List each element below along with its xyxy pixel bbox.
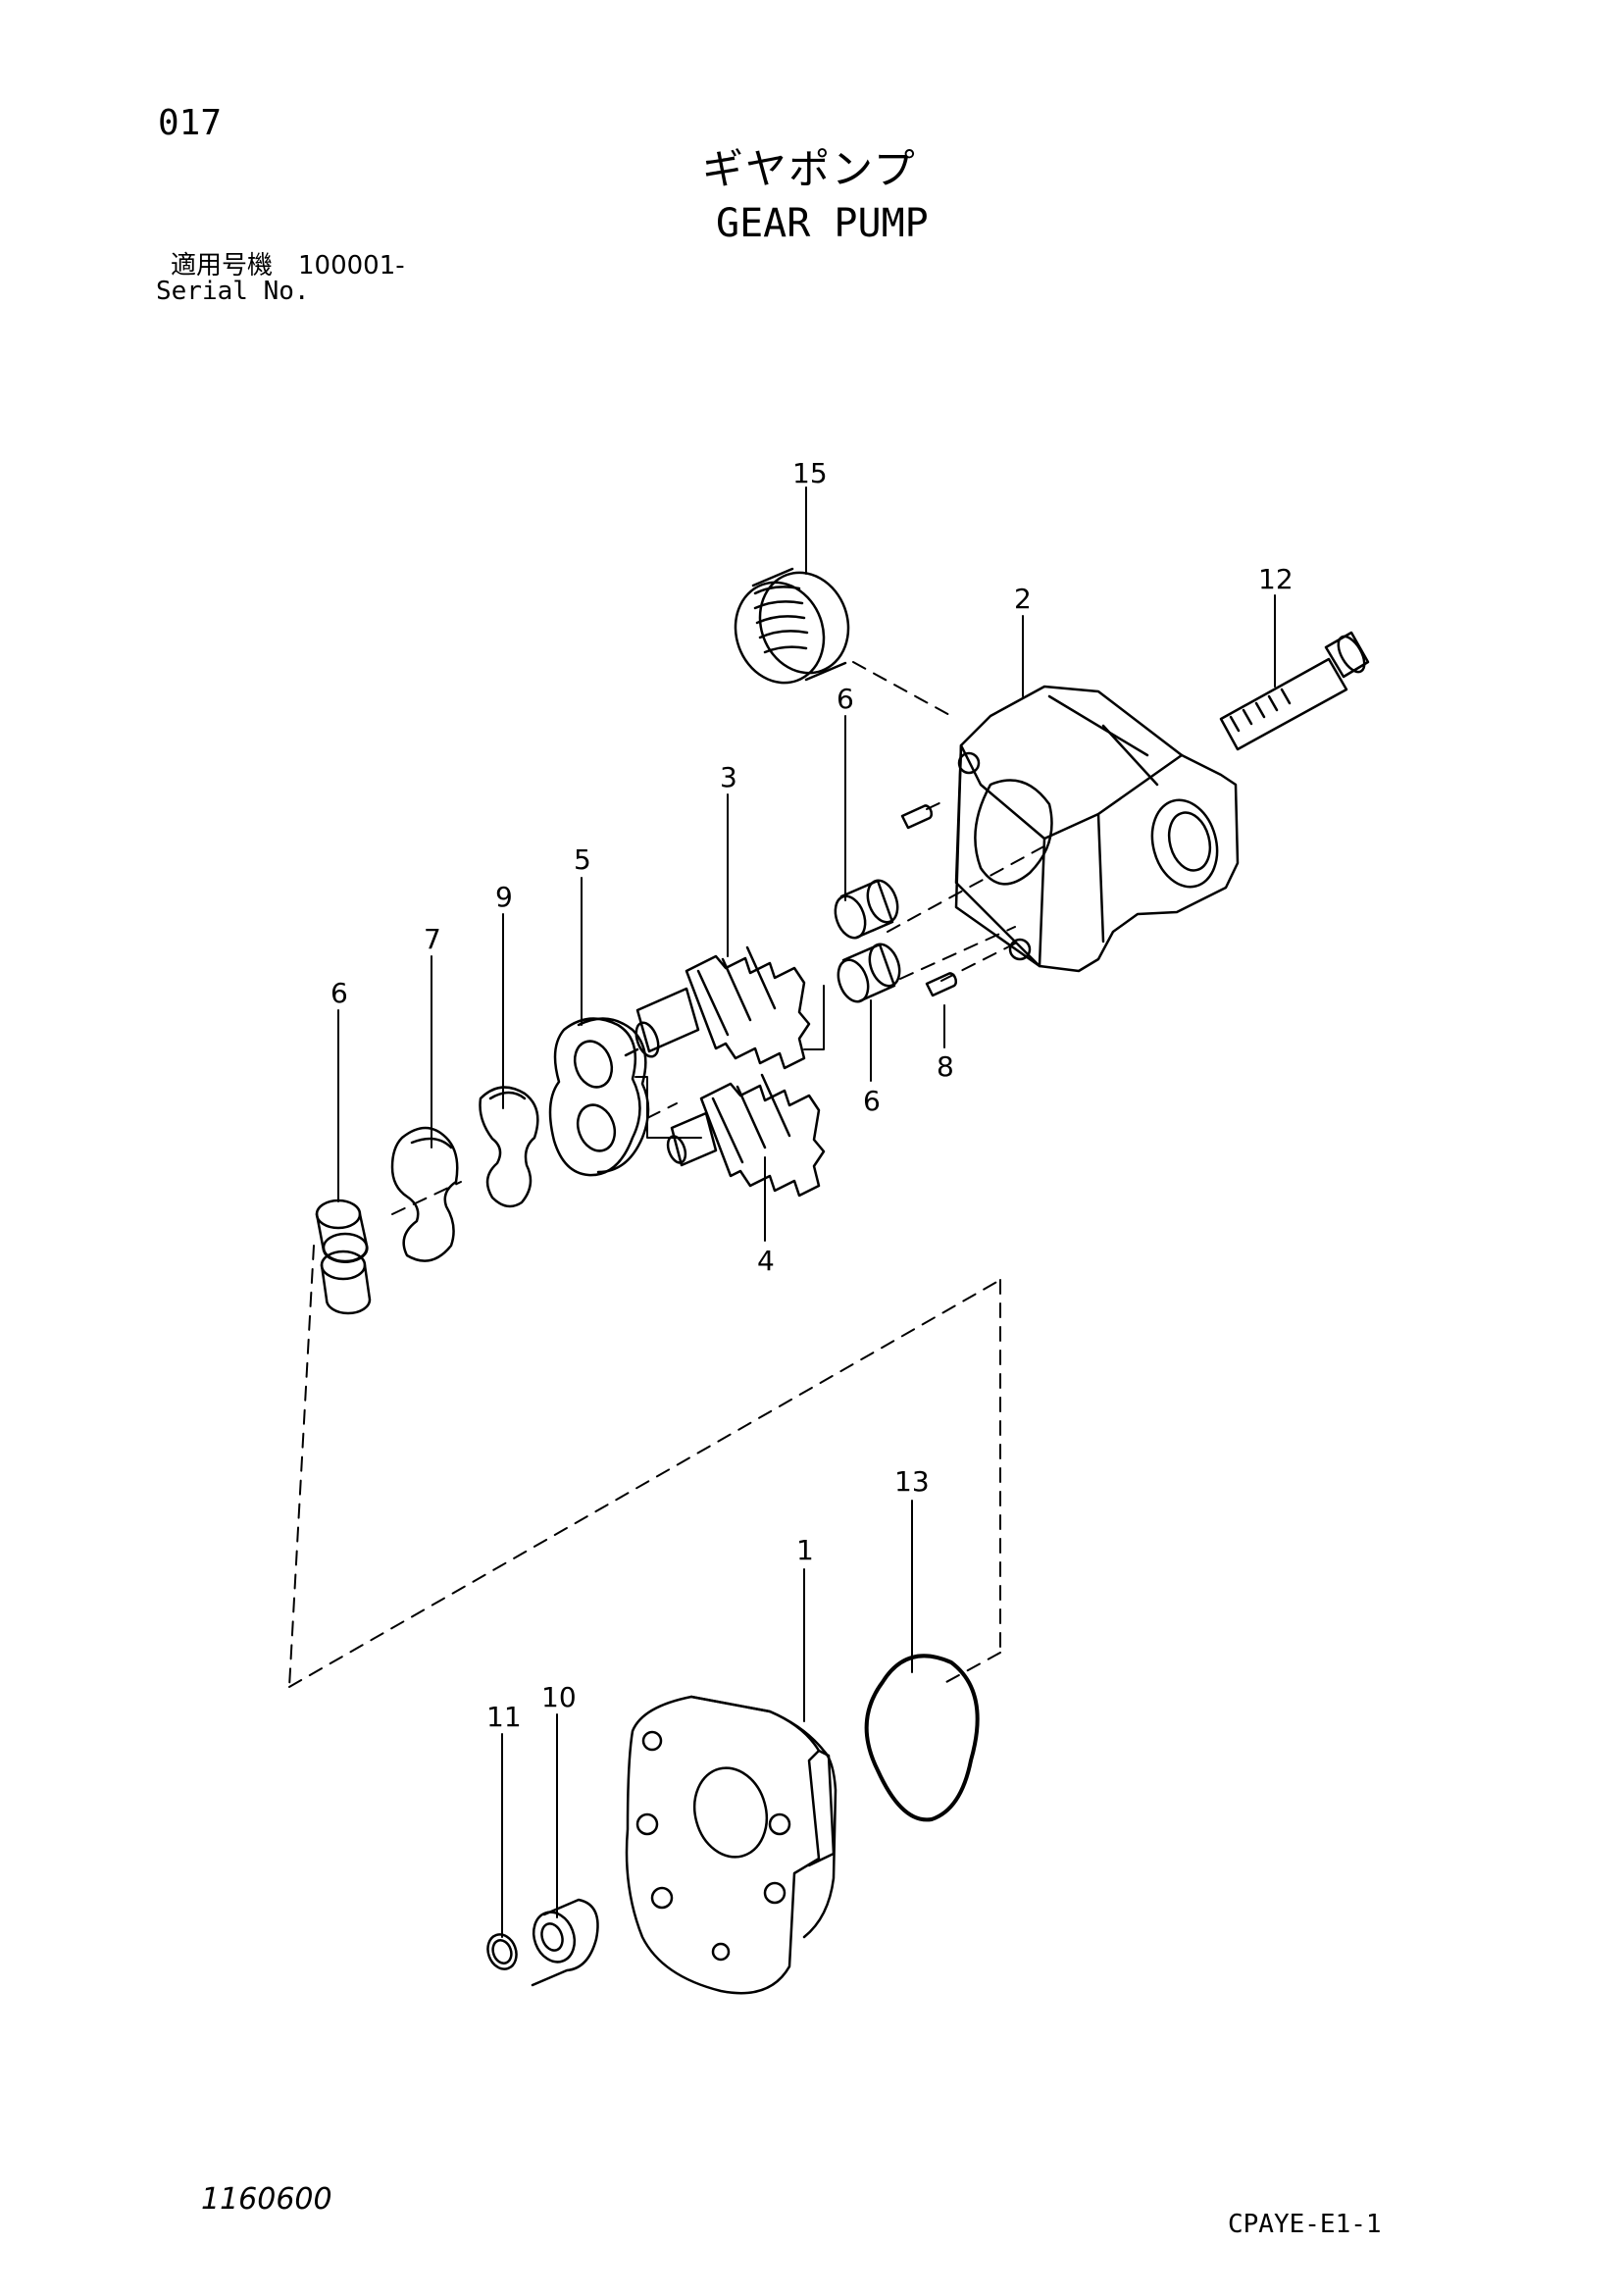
callout-labels: 15 2 12 6 3 5 9 7 6 8 6 4 13 1 10 11 [330, 457, 1294, 1733]
part-6-bushings-right [834, 879, 901, 1003]
callout-6-lower: 6 [863, 1085, 881, 1117]
callout-6-left: 6 [330, 977, 348, 1009]
part-5-side-plate [548, 1017, 650, 1177]
page-number: 017 [158, 103, 223, 143]
part-13-o-ring [864, 1654, 980, 1822]
callout-5: 5 [574, 843, 591, 876]
serial-label-japanese: 適用号機 100001- [171, 251, 405, 281]
part-15-plug [734, 567, 850, 685]
callout-12: 12 [1258, 563, 1294, 595]
callout-1: 1 [796, 1534, 814, 1566]
part-12-bolt [1219, 631, 1370, 751]
part-11-snap-ring [486, 1933, 518, 1970]
serial-label-english: Serial No. [156, 277, 310, 306]
callout-3: 3 [720, 761, 737, 793]
part-10-coupling [531, 1898, 599, 1987]
page-title-english: GEAR PUMP [716, 201, 929, 246]
callout-13: 13 [894, 1465, 930, 1498]
part-7-seal [390, 1126, 459, 1262]
part-8-dowel-pins [900, 804, 958, 997]
callout-15: 15 [792, 457, 828, 489]
drawing-number: 1160600 [201, 2182, 332, 2217]
part-4-driven-gear [666, 1073, 826, 1198]
callout-6-upper: 6 [837, 683, 854, 715]
callout-11: 11 [486, 1701, 522, 1733]
part-2-pump-body [954, 685, 1240, 973]
callout-9: 9 [495, 881, 513, 913]
part-1-cover [625, 1695, 837, 1995]
callout-2: 2 [1014, 583, 1032, 615]
callout-leader-lines [337, 486, 1276, 1938]
page-title-japanese: ギヤポンプ [702, 145, 917, 193]
callout-8: 8 [937, 1050, 954, 1083]
part-3-drive-gear [624, 945, 811, 1070]
part-6-bushings-left [315, 1199, 372, 1315]
part-9-seal [479, 1086, 539, 1208]
catalog-code: CPAYE-E1-1 [1228, 2210, 1382, 2239]
callout-10: 10 [541, 1681, 577, 1713]
callout-7: 7 [424, 923, 441, 955]
assembly-guide-lines [288, 661, 1050, 1688]
callout-4: 4 [757, 1245, 775, 1277]
